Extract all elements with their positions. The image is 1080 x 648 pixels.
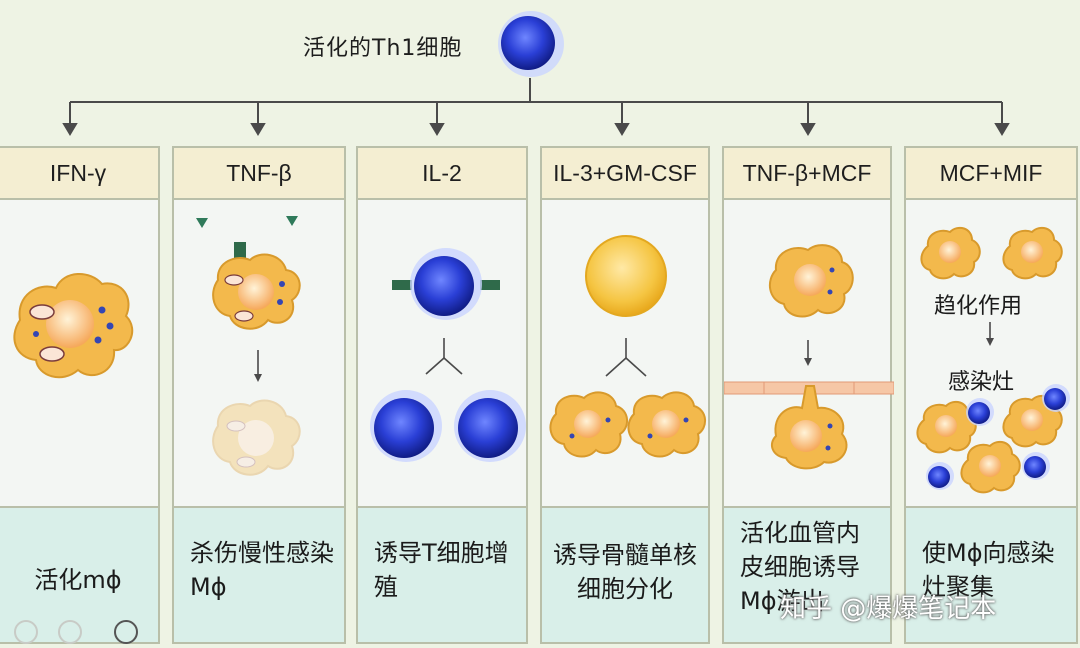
panel-illustration: 趋化作用 感染灶 bbox=[906, 200, 1076, 506]
panel-header: IL-2 bbox=[358, 148, 526, 200]
macrophage-killing-icon bbox=[196, 216, 301, 476]
panel-tnf-beta-mcf: TNF-β+MCF 活化血管内皮细胞诱导Mϕ游出 bbox=[722, 146, 895, 644]
play-icon[interactable] bbox=[58, 620, 82, 644]
th1-title: 活化的Th1细胞 bbox=[303, 36, 463, 61]
panel-illustration bbox=[542, 200, 708, 506]
panel-tnf-beta: TNF-β bbox=[172, 146, 346, 644]
panel-illustration bbox=[723, 200, 895, 506]
panel-description: 诱导T细胞增殖 bbox=[374, 539, 509, 601]
panel-header: IL-3+GM-CSF bbox=[542, 148, 708, 200]
panel-header: TNF-β bbox=[174, 148, 344, 200]
panel-footer: 使Mϕ向感染灶聚集 bbox=[906, 506, 1076, 642]
panel-il-3-gm-csf: IL-3+GM-CSF 诱导骨髓单核细胞分化 bbox=[540, 146, 710, 644]
panel-description: 诱导骨髓单核细胞分化 bbox=[553, 541, 697, 603]
panel-description: 活化血管内皮细胞诱导Mϕ游出 bbox=[740, 519, 860, 615]
infection-site-label: 感染灶 bbox=[948, 370, 1015, 395]
activated-macrophage-icon bbox=[13, 272, 134, 379]
panel-illustration bbox=[174, 200, 344, 506]
player-control-icon[interactable] bbox=[14, 620, 38, 644]
panel-footer: 诱导T细胞增殖 bbox=[358, 506, 526, 642]
t-cell-proliferation-icon bbox=[370, 248, 526, 462]
panel-illustration bbox=[0, 200, 158, 506]
panel-footer: 活化mϕ bbox=[0, 506, 158, 642]
panel-description: 活化mϕ bbox=[34, 566, 122, 594]
macrophage-extravasation-icon bbox=[723, 244, 895, 470]
panel-illustration bbox=[358, 200, 526, 506]
panel-description: 使Mϕ向感染灶聚集 bbox=[922, 539, 1055, 601]
panel-mcf-mif: MCF+MIF bbox=[904, 146, 1078, 644]
panel-header: MCF+MIF bbox=[906, 148, 1076, 200]
panel-description: 杀伤慢性感染Mϕ bbox=[190, 539, 334, 601]
macrophage-chemotaxis-icon bbox=[916, 226, 1070, 494]
pen-tool-icon[interactable] bbox=[114, 620, 138, 644]
th1-cell-icon bbox=[498, 11, 564, 77]
watermark: 知乎 @爆爆笔记本 bbox=[780, 594, 997, 624]
chemotaxis-label: 趋化作用 bbox=[934, 294, 1023, 319]
panel-footer: 杀伤慢性感染Mϕ bbox=[174, 506, 344, 642]
panel-il-2: IL-2 诱导T细胞增殖 bbox=[356, 146, 528, 644]
monocyte-differentiation-icon bbox=[549, 235, 706, 458]
panel-ifn-gamma: IFN-γ 活化mϕ bbox=[0, 146, 160, 644]
panel-footer: 活化血管内皮细胞诱导Mϕ游出 bbox=[724, 506, 890, 642]
panel-header: IFN-γ bbox=[0, 148, 158, 200]
panel-header: TNF-β+MCF bbox=[724, 148, 890, 200]
panel-footer: 诱导骨髓单核细胞分化 bbox=[542, 506, 708, 642]
